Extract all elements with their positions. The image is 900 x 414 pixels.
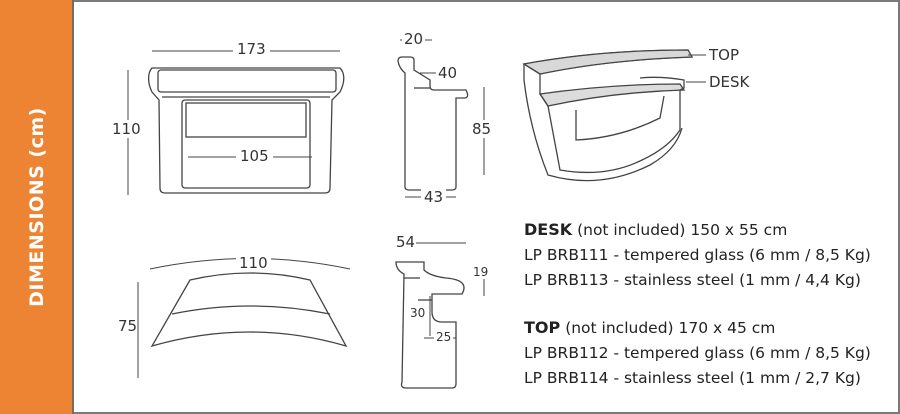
top-spec-note: (not included) 170 x 45 cm <box>565 319 776 337</box>
desk-spec-item: LP BRB113 - stainless steel (1 mm / 4,4 … <box>524 271 861 289</box>
plan-width-label: 110 <box>236 254 271 272</box>
desk-spec-item: LP BRB111 - tempered glass (6 mm / 8,5 K… <box>524 246 871 264</box>
side-desk-depth-label: 40 <box>436 64 460 82</box>
perspective-drawing <box>522 49 706 182</box>
side-bottom-depth-label: 54 <box>396 233 416 251</box>
desk-spec-note: (not included) 150 x 55 cm <box>577 221 788 239</box>
front-width-label: 173 <box>233 40 270 58</box>
front-height-label: 110 <box>112 120 141 138</box>
perspective-desk-label: DESK <box>709 73 750 91</box>
desk-spec-block: DESK (not included) 150 x 55 cm LP BRB11… <box>524 217 884 293</box>
side-bottom-shelf-depth-label: 25 <box>434 330 454 344</box>
front-inner-width-label: 105 <box>236 147 273 165</box>
plan-view-drawing <box>137 258 351 378</box>
content-frame <box>74 0 900 414</box>
side-bottom-shelf-height-label: 30 <box>410 306 426 320</box>
plan-depth-label: 75 <box>118 317 138 335</box>
front-view-drawing <box>127 50 345 195</box>
side-base-depth-label: 43 <box>421 188 447 206</box>
sidebar: DIMENSIONS (cm) <box>0 0 74 414</box>
side-bottom-top-offset-label: 19 <box>473 265 489 279</box>
desk-spec-title: DESK <box>524 220 573 239</box>
top-spec-item: LP BRB114 - stainless steel (1 mm / 2,7 … <box>524 369 861 387</box>
perspective-top-label: TOP <box>709 46 740 64</box>
top-spec-item: LP BRB112 - tempered glass (6 mm / 8,5 K… <box>524 344 871 362</box>
side-top-depth-label: 20 <box>402 30 426 48</box>
top-spec-title: TOP <box>524 318 561 337</box>
side-height-label: 85 <box>472 120 492 138</box>
top-spec-block: TOP (not included) 170 x 45 cm LP BRB112… <box>524 315 884 391</box>
